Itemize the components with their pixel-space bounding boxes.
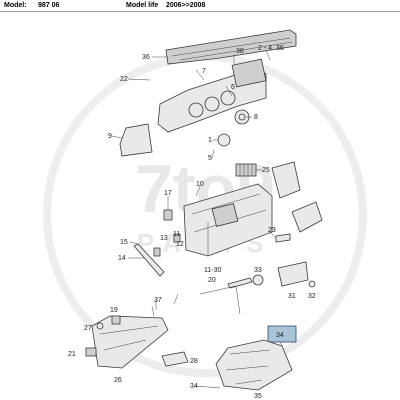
callout-10: 10 bbox=[196, 181, 204, 188]
callout-23: 23 bbox=[268, 227, 276, 234]
callout-6: 6 bbox=[231, 84, 235, 91]
clip-12 bbox=[173, 233, 181, 243]
callout-1: 1 bbox=[208, 137, 212, 144]
callout-38: 38 bbox=[236, 48, 244, 55]
callout-25: 25 bbox=[262, 167, 270, 174]
hinge-pin bbox=[227, 277, 253, 289]
model-life-value: 2006>>2008 bbox=[166, 2, 206, 9]
model-value: 987 06 bbox=[38, 2, 60, 9]
callout-8: 8 bbox=[254, 114, 258, 121]
callout-22: 22 bbox=[120, 76, 128, 83]
knee-trim-panel bbox=[215, 339, 293, 391]
screw-32 bbox=[308, 280, 316, 288]
callout-17: 17 bbox=[164, 190, 172, 197]
callout-7: 7 bbox=[202, 68, 206, 75]
callout-34: 34 bbox=[190, 383, 198, 390]
callout-35: 35 bbox=[254, 393, 262, 400]
callout-32: 32 bbox=[308, 293, 316, 300]
callout-14: 14 bbox=[118, 255, 126, 262]
callout-labels: 36 38 2 - 4 36 22 7 6 8 9 1 5 25 10 17 1… bbox=[68, 45, 316, 400]
callout-34-highlight: 34 bbox=[276, 332, 284, 339]
highlight-34 bbox=[267, 325, 297, 343]
clip-17 bbox=[163, 209, 173, 221]
speaker-grille bbox=[235, 163, 257, 177]
glovebox-lid bbox=[91, 315, 169, 369]
callout-27: 27 bbox=[84, 325, 92, 332]
latch-19 bbox=[111, 315, 121, 325]
screw-27 bbox=[96, 322, 104, 330]
side-trim-panel bbox=[119, 123, 153, 157]
callout-19: 19 bbox=[110, 307, 118, 314]
callout-9: 9 bbox=[108, 133, 112, 140]
callout-15: 15 bbox=[120, 239, 128, 246]
clip-13 bbox=[153, 247, 161, 257]
clip-21 bbox=[85, 347, 97, 357]
callout-36-right: 36 bbox=[276, 45, 284, 52]
dashboard-center-panel bbox=[157, 58, 267, 133]
leader-lines bbox=[111, 49, 283, 389]
round-switch bbox=[217, 133, 231, 147]
right-side-trim bbox=[271, 161, 301, 199]
callout-31: 31 bbox=[288, 293, 296, 300]
model-label: Model: bbox=[4, 2, 27, 9]
model-life-label: Model life bbox=[126, 2, 159, 9]
callout-11-30: 11-30 bbox=[204, 267, 221, 274]
dash-top-trim bbox=[165, 29, 297, 65]
callout-21: 21 bbox=[68, 351, 76, 358]
callout-26: 26 bbox=[114, 377, 122, 384]
callout-5: 5 bbox=[208, 155, 212, 162]
callout-37: 37 bbox=[154, 297, 162, 304]
callout-11: 11 bbox=[173, 231, 180, 238]
callout-36: 36 bbox=[142, 54, 150, 61]
catalog-header: Model: 987 06 Model life 2006>>2008 bbox=[0, 0, 400, 12]
callout-12: 12 bbox=[176, 241, 184, 248]
round-cap-33 bbox=[252, 274, 264, 286]
handle-28 bbox=[161, 351, 189, 367]
callout-33: 33 bbox=[254, 267, 262, 274]
callout-20: 20 bbox=[208, 277, 216, 284]
right-lower-cover bbox=[291, 201, 323, 233]
callout-2-4: 2 - 4 bbox=[258, 45, 272, 52]
bracket-23 bbox=[275, 233, 291, 243]
support-rod bbox=[133, 243, 165, 277]
exploded-parts-diagram: 7to9 PARTS bbox=[43, 29, 367, 400]
pad-31 bbox=[277, 261, 309, 287]
glovebox-support-frame bbox=[183, 183, 273, 257]
callout-28: 28 bbox=[190, 358, 198, 365]
callout-13: 13 bbox=[160, 235, 168, 242]
